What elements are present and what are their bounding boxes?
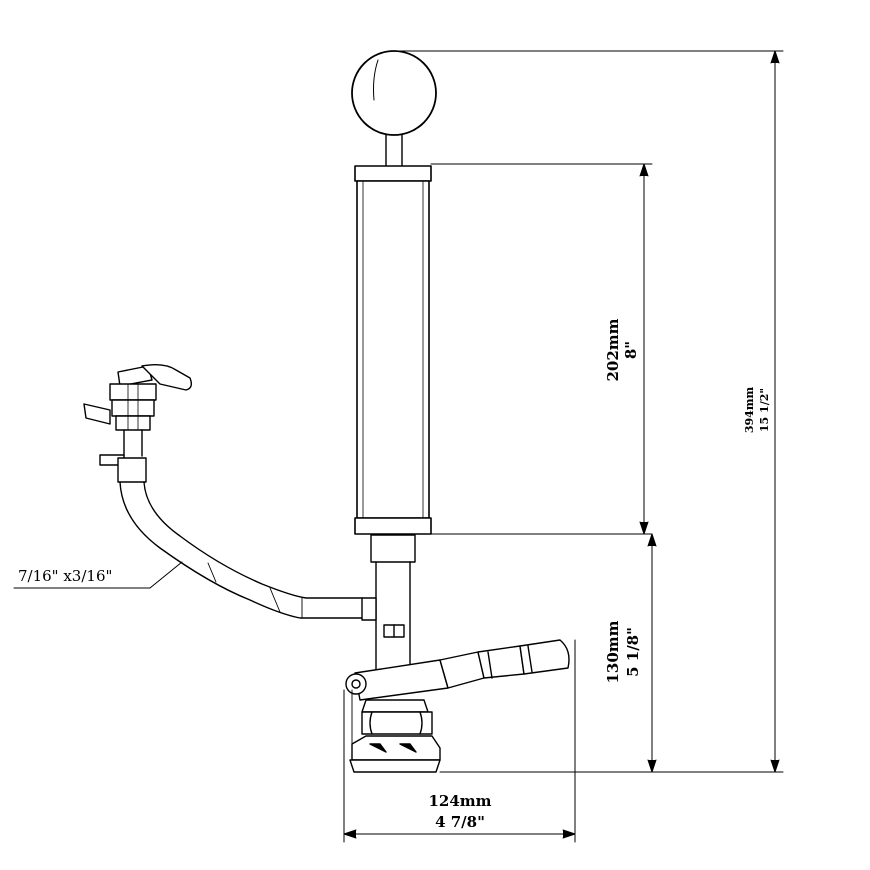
handle-ball [351, 50, 437, 136]
overall-height-imperial: 15 1/2" [758, 388, 771, 432]
cylinder-height-metric: 202mm [604, 318, 622, 381]
overall-height-metric: 394mm [743, 387, 756, 434]
cylinder-height-imperial: 8" [622, 341, 640, 359]
coupler-height-imperial: 5 1/8" [624, 627, 642, 677]
faucet-head [83, 363, 193, 483]
coupler-body [349, 689, 441, 773]
coupler-height-metric: 130mm [604, 620, 622, 683]
coupler-lever [345, 639, 570, 701]
beer-hose [119, 481, 363, 619]
width-imperial: 4 7/8" [435, 813, 485, 831]
pump-rod [385, 134, 403, 168]
width-metric: 124mm [428, 792, 491, 810]
dimension-lines [13, 50, 784, 843]
pump-stem [361, 534, 416, 671]
pump-cylinder [354, 165, 432, 535]
hose-size-label: 7/16" x3/16" [18, 567, 112, 585]
